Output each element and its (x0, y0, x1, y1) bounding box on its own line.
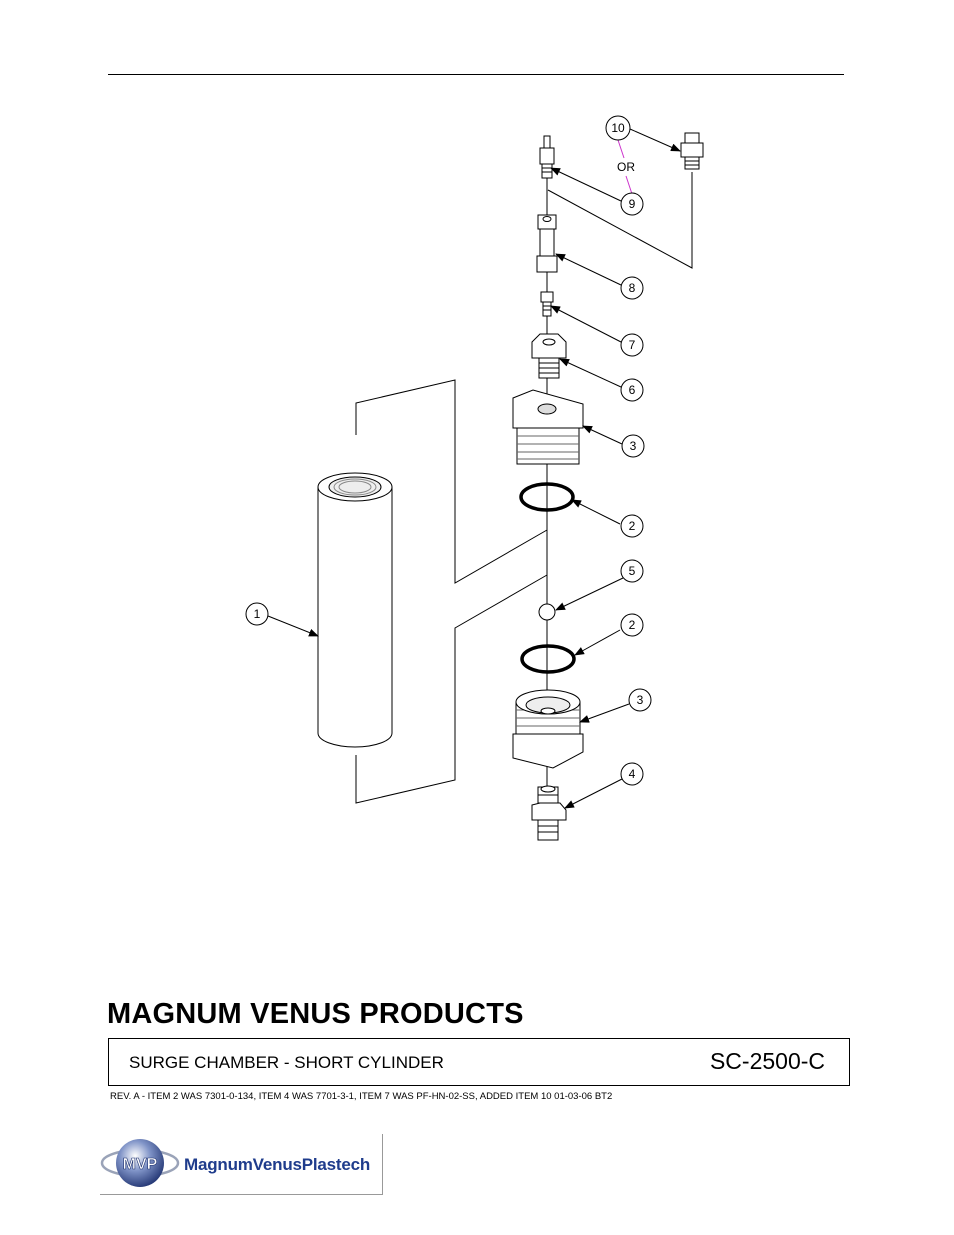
svg-text:5: 5 (629, 564, 636, 578)
drawing-title: SURGE CHAMBER - SHORT CYLINDER (129, 1053, 444, 1073)
part-oring-2-bottom (522, 646, 574, 672)
part-plug-3-top (513, 390, 583, 464)
or-indicator: OR (617, 140, 635, 194)
part-bushing-6 (532, 334, 566, 378)
svg-text:6: 6 (629, 383, 636, 397)
mvp-globe-icon: MVP (100, 1134, 184, 1194)
svg-text:1: 1 (254, 607, 261, 621)
company-name: MAGNUM VENUS PRODUCTS (107, 998, 524, 1031)
callout-5: 5 (621, 560, 643, 582)
logo-badge: MVP (123, 1156, 158, 1173)
svg-text:7: 7 (629, 338, 636, 352)
part-nipple-7 (541, 292, 553, 316)
exploded-parts-diagram: OR 1 2 2 3 3 4 5 (0, 0, 954, 1000)
part-plug-3-bottom (513, 690, 583, 768)
callout-6: 6 (621, 379, 643, 401)
callout-9: 9 (621, 193, 643, 215)
part-coupling-8 (537, 215, 557, 272)
callout-3-bottom: 3 (629, 689, 651, 711)
part-number: SC-2500-C (710, 1048, 825, 1075)
svg-text:4: 4 (629, 767, 636, 781)
callout-4: 4 (621, 763, 643, 785)
callout-7: 7 (621, 334, 643, 356)
svg-text:10: 10 (611, 121, 625, 135)
callout-10: 10 (606, 116, 630, 140)
part-nipple-4 (532, 786, 566, 840)
title-block: SURGE CHAMBER - SHORT CYLINDER SC-2500-C (108, 1038, 850, 1086)
callout-1: 1 (246, 603, 268, 625)
part-fitting-10 (681, 133, 703, 169)
svg-text:8: 8 (629, 281, 636, 295)
svg-text:2: 2 (629, 519, 636, 533)
callout-8: 8 (621, 277, 643, 299)
svg-text:9: 9 (629, 197, 636, 211)
callout-3-top: 3 (622, 435, 644, 457)
or-label: OR (617, 160, 635, 174)
callout-2-top: 2 (621, 515, 643, 537)
svg-text:3: 3 (630, 439, 637, 453)
company-logo: MVP MagnumVenusPlastech (100, 1134, 383, 1195)
part-cylinder (318, 473, 392, 747)
logo-wordmark: MagnumVenusPlastech (184, 1155, 370, 1175)
part-ball-5 (539, 604, 555, 620)
callout-2-bottom: 2 (621, 614, 643, 636)
part-nipple-9 (540, 136, 554, 178)
svg-text:2: 2 (629, 618, 636, 632)
svg-text:3: 3 (637, 693, 644, 707)
revision-note: REV. A - ITEM 2 WAS 7301-0-134, ITEM 4 W… (110, 1091, 612, 1102)
